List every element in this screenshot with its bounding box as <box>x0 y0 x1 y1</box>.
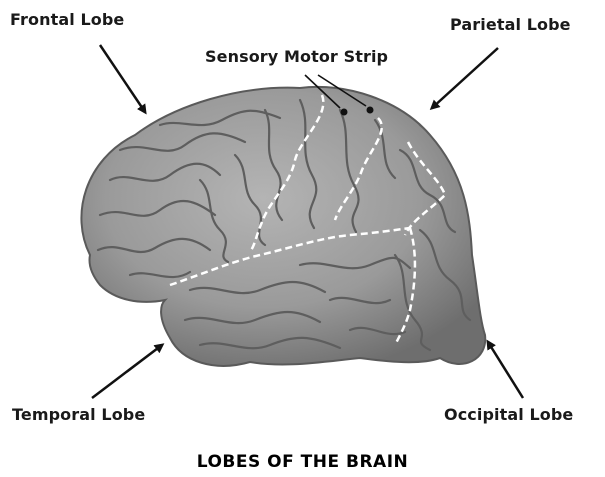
frontal-lobe-label: Frontal Lobe <box>10 10 124 29</box>
sensory-motor-strip-label: Sensory Motor Strip <box>205 47 388 66</box>
temporal-lobe-label: Temporal Lobe <box>12 405 145 424</box>
parietal-lobe-label: Parietal Lobe <box>450 15 571 34</box>
diagram-caption: LOBES OF THE BRAIN <box>0 452 605 472</box>
occipital-arrow <box>488 342 523 398</box>
sensory-motor-dot-right <box>367 107 374 114</box>
sensory-motor-dot-left <box>341 109 348 116</box>
brain-silhouette <box>81 87 485 366</box>
occipital-lobe-label: Occipital Lobe <box>444 405 573 424</box>
parietal-arrow <box>432 48 498 108</box>
frontal-arrow <box>100 45 145 112</box>
temporal-arrow <box>92 345 162 398</box>
